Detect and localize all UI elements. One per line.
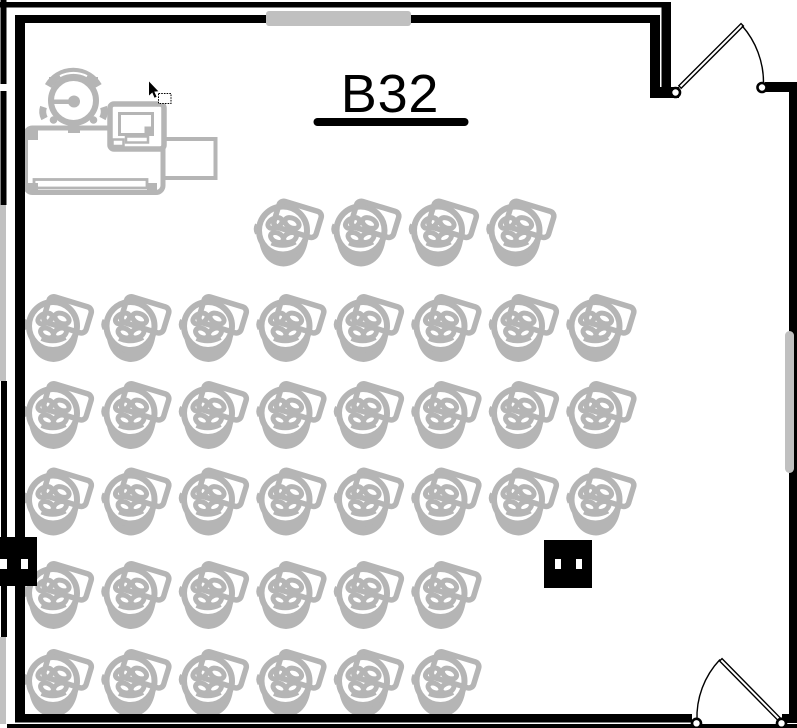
svg-text:B32: B32 bbox=[341, 64, 439, 124]
